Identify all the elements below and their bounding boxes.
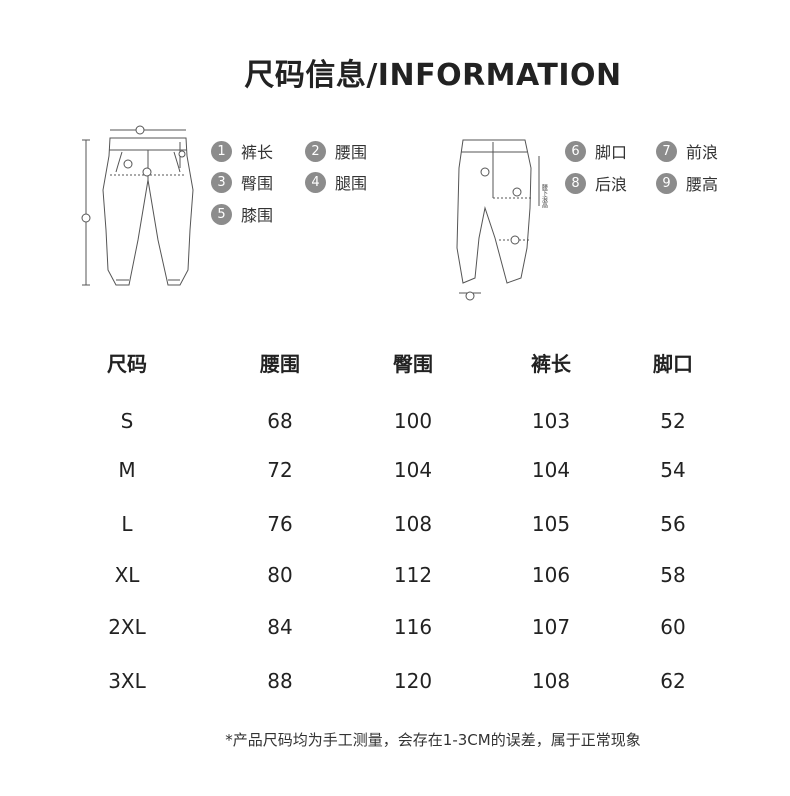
table-cell: 116 xyxy=(393,615,433,639)
legend-label: 腰围 xyxy=(335,143,368,162)
legend-item-thigh: 4 腿围 xyxy=(305,170,367,194)
table-cell: 68 xyxy=(267,409,293,433)
table-cell: 103 xyxy=(531,409,571,433)
table-cell: 106 xyxy=(531,563,571,587)
legend-label: 膝围 xyxy=(241,206,274,225)
table-header-cell: 腰围 xyxy=(260,352,300,376)
table-cell: 76 xyxy=(267,512,293,536)
table-cell: 84 xyxy=(267,615,293,639)
table-cell: 60 xyxy=(660,615,686,639)
table-cell: 104 xyxy=(393,458,433,482)
number-badge-8: 8 xyxy=(565,172,586,194)
table-cell: 105 xyxy=(531,512,571,536)
table-cell: 72 xyxy=(267,458,293,482)
number-badge-2: 2 xyxy=(305,140,326,162)
legend-label: 腰高 xyxy=(686,175,719,194)
front-view-pants-diagram xyxy=(70,120,195,295)
number-badge-4: 4 xyxy=(305,171,326,193)
table-cell: 112 xyxy=(393,563,433,587)
legend-item-waist-height: 9 腰高 xyxy=(656,171,718,195)
table-cell: 52 xyxy=(660,409,686,433)
table-cell: 108 xyxy=(393,512,433,536)
legend-item-hip: 3 臀围 xyxy=(211,170,273,194)
table-row-size: XL xyxy=(114,563,140,587)
legend-label: 臀围 xyxy=(241,174,274,193)
table-cell: 54 xyxy=(660,458,686,482)
number-badge-6: 6 xyxy=(565,140,586,162)
number-badge-5: 5 xyxy=(211,203,232,225)
table-cell: 88 xyxy=(267,669,293,693)
table-header-cell: 裤长 xyxy=(531,352,571,376)
legend-item-back-rise: 8 后浪 xyxy=(565,171,627,195)
table-cell: 80 xyxy=(267,563,293,587)
side-view-pants-diagram: 腰下浪高 xyxy=(445,128,555,308)
measurement-note: *产品尺码均为手工测量，会存在1-3CM的误差，属于正常现象 xyxy=(225,731,641,749)
table-row-size: 3XL xyxy=(108,669,146,693)
table-row-size: S xyxy=(120,409,134,433)
table-cell: 120 xyxy=(393,669,433,693)
legend-item-leg-opening: 6 脚口 xyxy=(565,139,627,163)
table-cell: 108 xyxy=(531,669,571,693)
number-badge-3: 3 xyxy=(211,171,232,193)
table-cell: 100 xyxy=(393,409,433,433)
number-badge-1: 1 xyxy=(211,140,232,162)
table-cell: 56 xyxy=(660,512,686,536)
legend-label: 前浪 xyxy=(686,143,719,162)
table-cell: 107 xyxy=(531,615,571,639)
legend-item-front-rise: 7 前浪 xyxy=(656,139,718,163)
table-header-cell: 脚口 xyxy=(653,352,693,376)
page-title: 尺码信息/INFORMATION xyxy=(244,58,622,93)
legend-item-knee: 5 膝围 xyxy=(211,202,273,226)
number-badge-9: 9 xyxy=(656,172,677,194)
table-header-cell: 臀围 xyxy=(393,352,433,376)
side-diagram-caption: 腰下浪高 xyxy=(541,184,548,209)
legend-label: 后浪 xyxy=(595,175,628,194)
legend-label: 裤长 xyxy=(241,143,274,162)
legend-label: 脚口 xyxy=(595,143,628,162)
table-row-size: L xyxy=(121,512,133,536)
table-row-size: M xyxy=(118,458,136,482)
table-cell: 104 xyxy=(531,458,571,482)
table-row-size: 2XL xyxy=(108,615,146,639)
table-cell: 62 xyxy=(660,669,686,693)
legend-item-length: 1 裤长 xyxy=(211,139,273,163)
table-header-cell: 尺码 xyxy=(107,352,147,376)
table-cell: 58 xyxy=(660,563,686,587)
legend-item-waist: 2 腰围 xyxy=(305,139,367,163)
number-badge-7: 7 xyxy=(656,140,677,162)
legend-label: 腿围 xyxy=(335,174,368,193)
